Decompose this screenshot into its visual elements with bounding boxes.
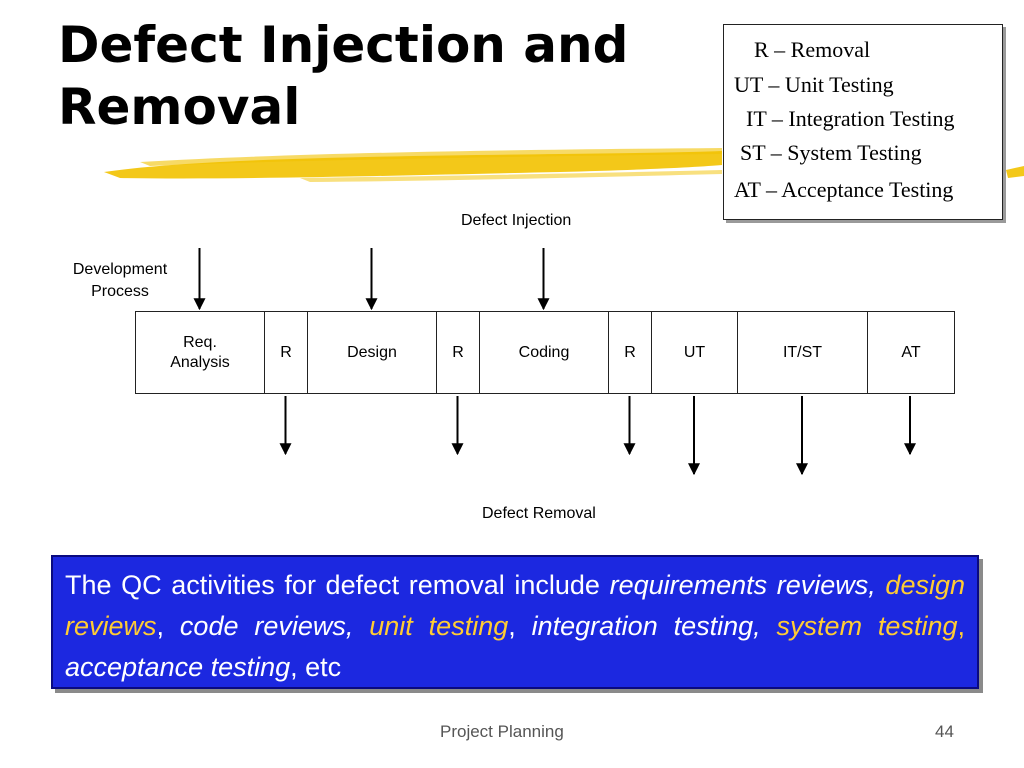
defect-injection-label: Defect Injection <box>461 212 572 229</box>
qc-separator: , <box>957 611 965 641</box>
defect-flow-arrows <box>193 248 916 476</box>
qc-separator: , <box>508 611 532 641</box>
legend-item-removal: R – Removal <box>754 37 871 62</box>
development-process-label: Development Process <box>60 259 180 303</box>
qc-design-reviews: design reviews <box>65 570 965 641</box>
phase-coding: Coding <box>480 312 609 393</box>
qc-space <box>761 611 777 641</box>
qc-acceptance-testing: acceptance testing <box>65 652 291 682</box>
slide-footer: Project Planning 44 <box>0 722 1024 746</box>
qc-unit-testing: unit testing <box>369 611 509 641</box>
abbreviation-legend: R – Removal UT – Unit Testing IT – Integ… <box>723 24 1003 220</box>
development-phase-row: Req. Analysis R Design R Coding R UT IT/… <box>135 311 955 394</box>
qc-text-end: , etc <box>290 652 342 682</box>
slide-title-line-1: Defect Injection and <box>58 16 629 74</box>
qc-text-intro: The QC activities for defect removal inc… <box>65 570 610 600</box>
page-number: 44 <box>935 722 954 741</box>
qc-space <box>353 611 369 641</box>
phase-unit-testing: UT <box>652 312 738 393</box>
qc-system-testing: system testing <box>776 611 958 641</box>
phase-design: Design <box>308 312 437 393</box>
phase-review-1: R <box>265 312 308 393</box>
development-process-label-line-1: Development <box>72 261 168 278</box>
legend-item-acceptance-testing: AT – Acceptance Testing <box>734 177 954 202</box>
phase-review-3: R <box>609 312 652 393</box>
slide-title-line-2: Removal <box>58 78 301 136</box>
phase-acceptance-testing: AT <box>901 343 921 361</box>
footer-title: Project Planning <box>440 722 564 741</box>
defect-removal-label: Defect Removal <box>482 505 596 522</box>
legend-item-system-testing: ST – System Testing <box>740 140 922 165</box>
phase-review-2: R <box>437 312 480 393</box>
qc-requirements-reviews: requirements reviews, <box>609 570 876 600</box>
phase-req-analysis: Req. Analysis <box>136 312 265 393</box>
qc-separator: , <box>156 611 180 641</box>
slide-title: Defect Injection and Removal <box>58 14 718 138</box>
qc-space <box>876 570 886 600</box>
qc-integration-testing: integration testing, <box>531 611 761 641</box>
development-process-label-line-2: Process <box>91 283 149 300</box>
title-underline-brush <box>104 148 1024 182</box>
qc-activities-box: The QC activities for defect removal inc… <box>51 555 979 689</box>
legend-item-unit-testing: UT – Unit Testing <box>734 72 894 97</box>
qc-code-reviews: code reviews, <box>179 611 354 641</box>
legend-item-integration-testing: IT – Integration Testing <box>746 106 955 131</box>
phase-integration-system-testing: IT/ST <box>738 312 868 393</box>
